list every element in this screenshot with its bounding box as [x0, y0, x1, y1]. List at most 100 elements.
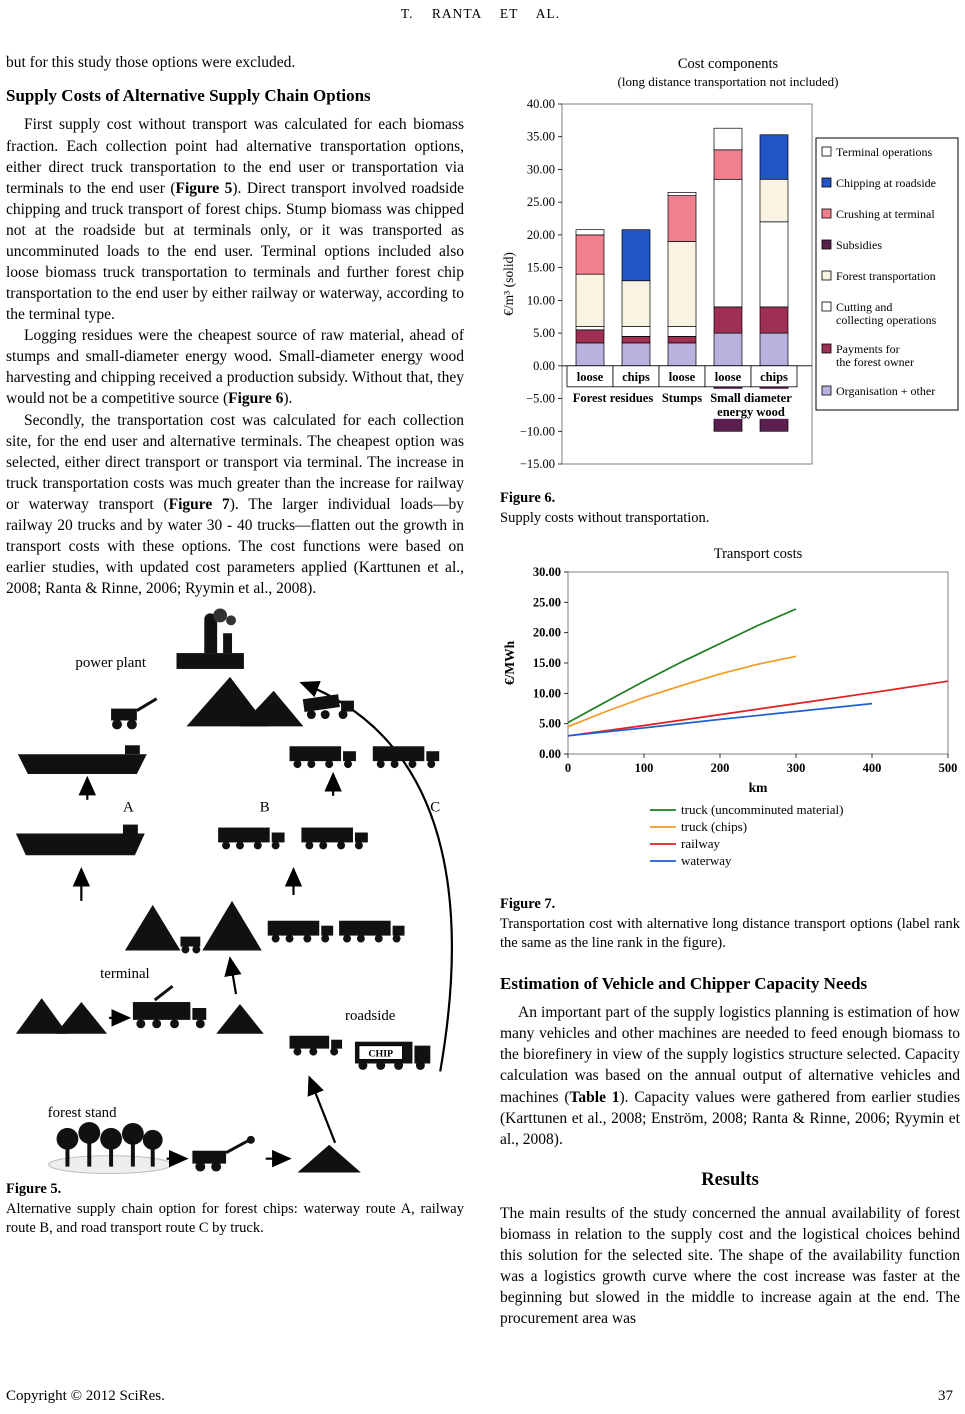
svg-text:40.00: 40.00 [527, 97, 555, 111]
svg-text:the forest owner: the forest owner [836, 355, 914, 369]
truck-icon [372, 746, 440, 769]
figure5: power plant [6, 607, 464, 1239]
figure5-caption: Figure 5. Alternative supply chain optio… [6, 1180, 464, 1239]
up-arrow-icon [224, 956, 242, 995]
svg-text:Transport costs: Transport costs [714, 546, 803, 562]
route-a-label: A [123, 800, 134, 816]
svg-text:loose: loose [577, 370, 604, 384]
svg-text:km: km [749, 780, 769, 795]
footer-page-number: 37 [938, 1388, 953, 1404]
svg-text:Forest transportation: Forest transportation [836, 269, 936, 283]
svg-text:truck (uncomminuted material): truck (uncomminuted material) [681, 802, 843, 817]
svg-text:loose: loose [715, 370, 742, 384]
svg-text:0: 0 [565, 761, 571, 775]
paragraph: An important part of the supply logistic… [500, 1004, 960, 1148]
left-column: but for this study those options were ex… [6, 52, 464, 1329]
dump-truck-icon [302, 694, 354, 720]
svg-text:energy wood: energy wood [717, 405, 785, 419]
figure6-caption: Figure 6. Supply costs without transport… [500, 489, 960, 528]
svg-text:€/m³ (solid): €/m³ (solid) [501, 252, 516, 316]
right-column: Cost components(long distance transporta… [500, 52, 960, 1329]
svg-text:−15.00: −15.00 [520, 457, 555, 471]
svg-text:20.00: 20.00 [527, 228, 555, 242]
figure7-caption-text: Transportation cost with alternative lon… [500, 915, 960, 952]
terminal-label: terminal [100, 967, 150, 983]
roadside-pile-icon [216, 1004, 264, 1035]
svg-text:truck (chips): truck (chips) [681, 819, 747, 834]
paragraph: but for this study those options were ex… [6, 54, 296, 71]
figure6: Cost components(long distance transporta… [500, 52, 960, 528]
svg-text:waterway: waterway [681, 853, 732, 868]
svg-text:15.00: 15.00 [527, 261, 555, 275]
truck-icon [301, 827, 368, 850]
svg-text:railway: railway [681, 836, 720, 851]
svg-text:25.00: 25.00 [527, 195, 555, 209]
figure6-chart: Cost components(long distance transporta… [501, 56, 959, 471]
svg-text:100: 100 [635, 761, 654, 775]
svg-text:5.00: 5.00 [539, 717, 561, 731]
roadside-label: roadside [345, 1008, 396, 1024]
svg-text:collecting operations: collecting operations [836, 313, 937, 327]
diagonal-arrow-icon [307, 1075, 337, 1144]
svg-text:300: 300 [787, 761, 806, 775]
svg-text:Forest residues: Forest residues [573, 391, 654, 405]
truck-icon [267, 921, 334, 943]
svg-text:25.00: 25.00 [533, 595, 561, 609]
svg-text:chips: chips [622, 370, 650, 384]
figure7-caption-label: Figure 7. [500, 896, 556, 913]
svg-text:15.00: 15.00 [533, 656, 561, 670]
svg-text:chips: chips [760, 370, 788, 384]
svg-text:30.00: 30.00 [527, 162, 555, 176]
roadside-pile-icon [15, 998, 108, 1035]
figure5-caption-text: Alternative supply chain option for fore… [6, 1200, 464, 1237]
svg-text:loose: loose [669, 370, 696, 384]
svg-text:−5.00: −5.00 [526, 392, 555, 406]
truck-icon [339, 921, 405, 943]
figure7: Transport costs 0.00 5.00 10.00 15.00 20.00 25… [500, 542, 960, 954]
svg-text:Small diameter: Small diameter [710, 391, 792, 405]
terminal-pile-icon [124, 901, 262, 954]
figure5-caption-label: Figure 5. [6, 1181, 62, 1198]
svg-text:Terminal operations: Terminal operations [836, 145, 932, 159]
forest-stand-icon [48, 1122, 173, 1175]
svg-text:−10.00: −10.00 [520, 424, 555, 438]
svg-text:10.00: 10.00 [527, 293, 555, 307]
svg-text:0.00: 0.00 [539, 747, 561, 761]
figure7-caption: Figure 7. Transportation cost with alter… [500, 895, 960, 954]
svg-text:200: 200 [711, 761, 730, 775]
svg-text:Payments for: Payments for [836, 342, 900, 356]
svg-text:Subsidies: Subsidies [836, 238, 882, 252]
svg-text:€/MWh: €/MWh [502, 641, 517, 686]
chip-truck-label: CHIP [368, 1049, 393, 1060]
paragraph: Secondly, the transportation cost was ca… [6, 411, 465, 598]
route-c-arrow [299, 681, 453, 1072]
figure7-chart: Transport costs 0.00 5.00 10.00 15.00 20.00 25… [502, 546, 958, 868]
svg-text:Chipping at roadside: Chipping at roadside [836, 176, 936, 190]
chipper-truck-icon [289, 1036, 343, 1056]
section-heading-supply-costs: Supply Costs of Alternative Supply Chain… [6, 86, 371, 106]
svg-text:500: 500 [939, 761, 958, 775]
svg-text:Organisation + other: Organisation + other [836, 384, 935, 398]
svg-text:(long distance transportation: (long distance transportation not includ… [618, 74, 839, 89]
paragraph: Logging residues were the cheapest sourc… [6, 327, 464, 408]
svg-text:Stumps: Stumps [662, 391, 702, 405]
truck-icon [289, 746, 356, 769]
wheel-loader-icon [111, 697, 158, 730]
paragraph: First supply cost without transport was … [6, 116, 464, 324]
power-plant-icon [176, 608, 244, 670]
barge-icon [17, 745, 147, 775]
chip-truck-icon: CHIP [354, 1041, 431, 1071]
svg-text:5.00: 5.00 [533, 326, 555, 340]
svg-text:20.00: 20.00 [533, 626, 561, 640]
svg-text:35.00: 35.00 [527, 130, 555, 144]
power-plant-label: power plant [75, 655, 146, 671]
figure6-caption-text: Supply costs without transportation. [500, 509, 710, 526]
section-heading-capacity: Estimation of Vehicle and Chipper Capaci… [500, 973, 868, 993]
svg-text:0.00: 0.00 [533, 359, 555, 373]
svg-text:10.00: 10.00 [533, 686, 561, 700]
figure5-diagram: power plant [15, 608, 453, 1175]
svg-text:Cutting and: Cutting and [836, 300, 892, 314]
results-heading: Results [701, 1169, 759, 1190]
route-c-label: C [430, 800, 440, 816]
